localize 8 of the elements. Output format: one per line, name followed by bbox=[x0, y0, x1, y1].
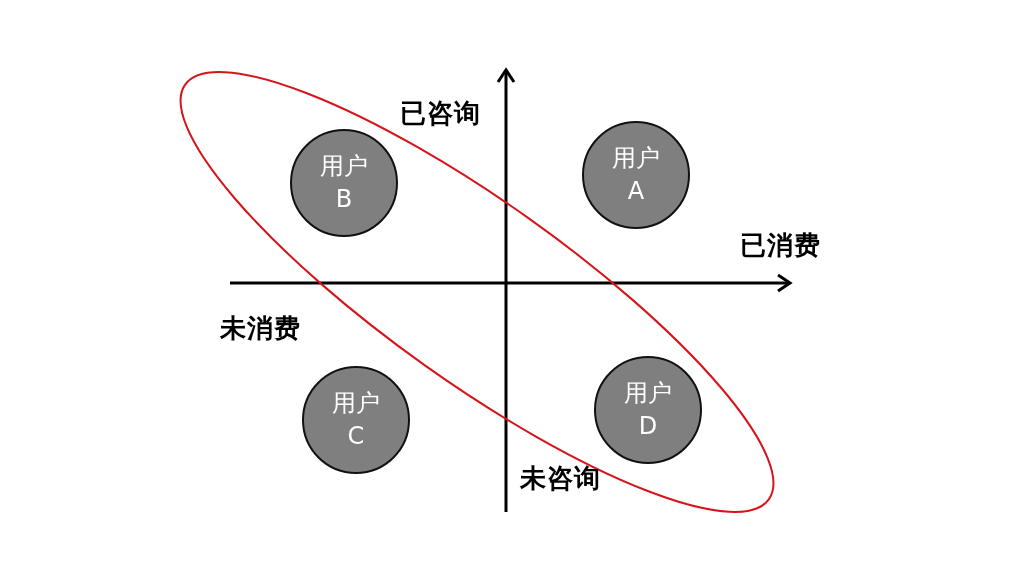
axis-label: 未消费 bbox=[220, 313, 301, 343]
node-label: 用户B bbox=[319, 151, 369, 215]
axis-label: 未咨询 bbox=[520, 463, 601, 493]
axis-label: 已消费 bbox=[740, 230, 821, 260]
node-label: 用户D bbox=[623, 378, 673, 442]
node-label: 用户A bbox=[611, 143, 661, 207]
node-label: 用户C bbox=[331, 388, 381, 452]
axis-label: 已咨询 bbox=[400, 98, 481, 128]
